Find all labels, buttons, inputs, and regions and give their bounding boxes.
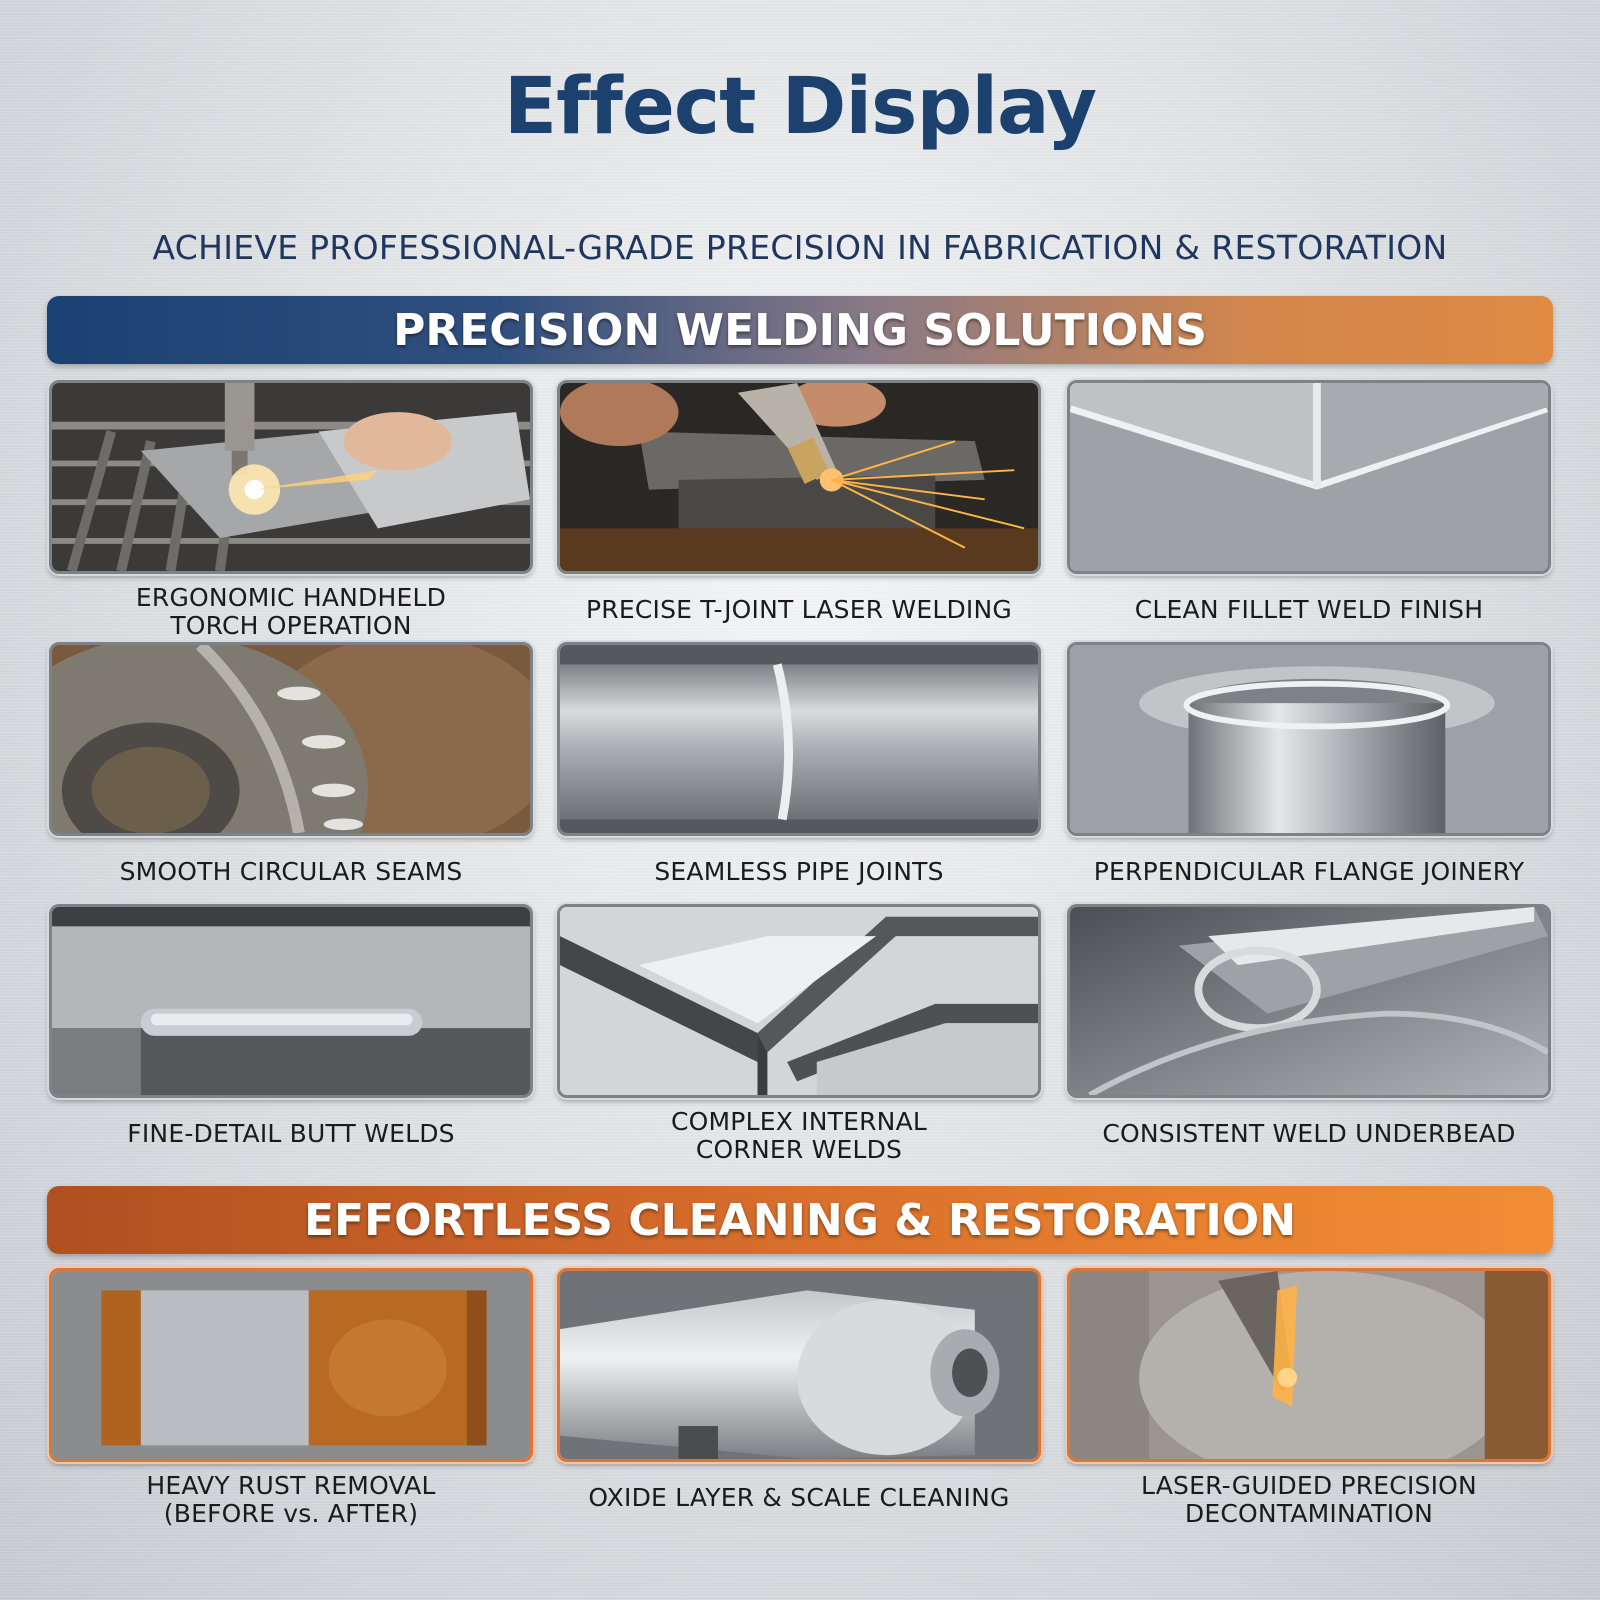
- underbead-photo: [1067, 904, 1551, 1098]
- caption: PRECISE T-JOINT LASER WELDING: [586, 595, 1012, 624]
- caption: PERPENDICULAR FLANGE JOINERY: [1093, 857, 1525, 886]
- welding-section-banner: PRECISION WELDING SOLUTIONS: [47, 296, 1553, 364]
- welding-tile-handheld-torch: ERGONOMIC HANDHELD TORCH OPERATION: [49, 380, 533, 640]
- decontamination-photo: [1067, 1268, 1551, 1462]
- cleaning-tile-rust-removal: HEAVY RUST REMOVAL (BEFORE vs. AFTER): [49, 1268, 533, 1528]
- circular-seams-photo: [49, 642, 533, 836]
- caption: COMPLEX INTERNAL CORNER WELDS: [670, 1107, 928, 1164]
- welding-tile-t-joint: PRECISE T-JOINT LASER WELDING: [557, 380, 1041, 624]
- page-title: Effect Display: [503, 62, 1097, 152]
- caption: SMOOTH CIRCULAR SEAMS: [119, 857, 463, 886]
- welding-tile-underbead: CONSISTENT WELD UNDERBEAD: [1067, 904, 1551, 1148]
- flange-photo: [1067, 642, 1551, 836]
- caption: CLEAN FILLET WELD FINISH: [1134, 595, 1484, 624]
- caption: CONSISTENT WELD UNDERBEAD: [1102, 1119, 1516, 1148]
- caption: SEAMLESS PIPE JOINTS: [654, 857, 944, 886]
- welding-tile-flange: PERPENDICULAR FLANGE JOINERY: [1067, 642, 1551, 886]
- rust-removal-photo: [49, 1268, 533, 1462]
- caption: HEAVY RUST REMOVAL (BEFORE vs. AFTER): [146, 1471, 436, 1528]
- cleaning-section-banner: EFFORTLESS CLEANING & RESTORATION: [47, 1186, 1553, 1254]
- cleaning-tile-decontamination: LASER-GUIDED PRECISION DECONTAMINATION: [1067, 1268, 1551, 1528]
- caption: ERGONOMIC HANDHELD TORCH OPERATION: [135, 583, 447, 640]
- fillet-weld-photo: [1067, 380, 1551, 574]
- caption: LASER-GUIDED PRECISION DECONTAMINATION: [1141, 1471, 1477, 1528]
- pipe-joints-photo: [557, 642, 1041, 836]
- page-subtitle: ACHIEVE PROFESSIONAL-GRADE PRECISION IN …: [152, 228, 1448, 267]
- caption: OXIDE LAYER & SCALE CLEANING: [588, 1483, 1010, 1512]
- t-joint-photo: [557, 380, 1041, 574]
- handheld-torch-photo: [49, 380, 533, 574]
- welding-tile-butt-welds: FINE-DETAIL BUTT WELDS: [49, 904, 533, 1148]
- caption: FINE-DETAIL BUTT WELDS: [127, 1119, 455, 1148]
- oxide-layer-photo: [557, 1268, 1041, 1462]
- welding-tile-circular-seams: SMOOTH CIRCULAR SEAMS: [49, 642, 533, 886]
- welding-tile-pipe-joints: SEAMLESS PIPE JOINTS: [557, 642, 1041, 886]
- butt-welds-photo: [49, 904, 533, 1098]
- cleaning-tile-oxide-layer: OXIDE LAYER & SCALE CLEANING: [557, 1268, 1041, 1512]
- internal-corner-photo: [557, 904, 1041, 1098]
- welding-tile-fillet-weld: CLEAN FILLET WELD FINISH: [1067, 380, 1551, 624]
- welding-tile-internal-corner: COMPLEX INTERNAL CORNER WELDS: [557, 904, 1041, 1164]
